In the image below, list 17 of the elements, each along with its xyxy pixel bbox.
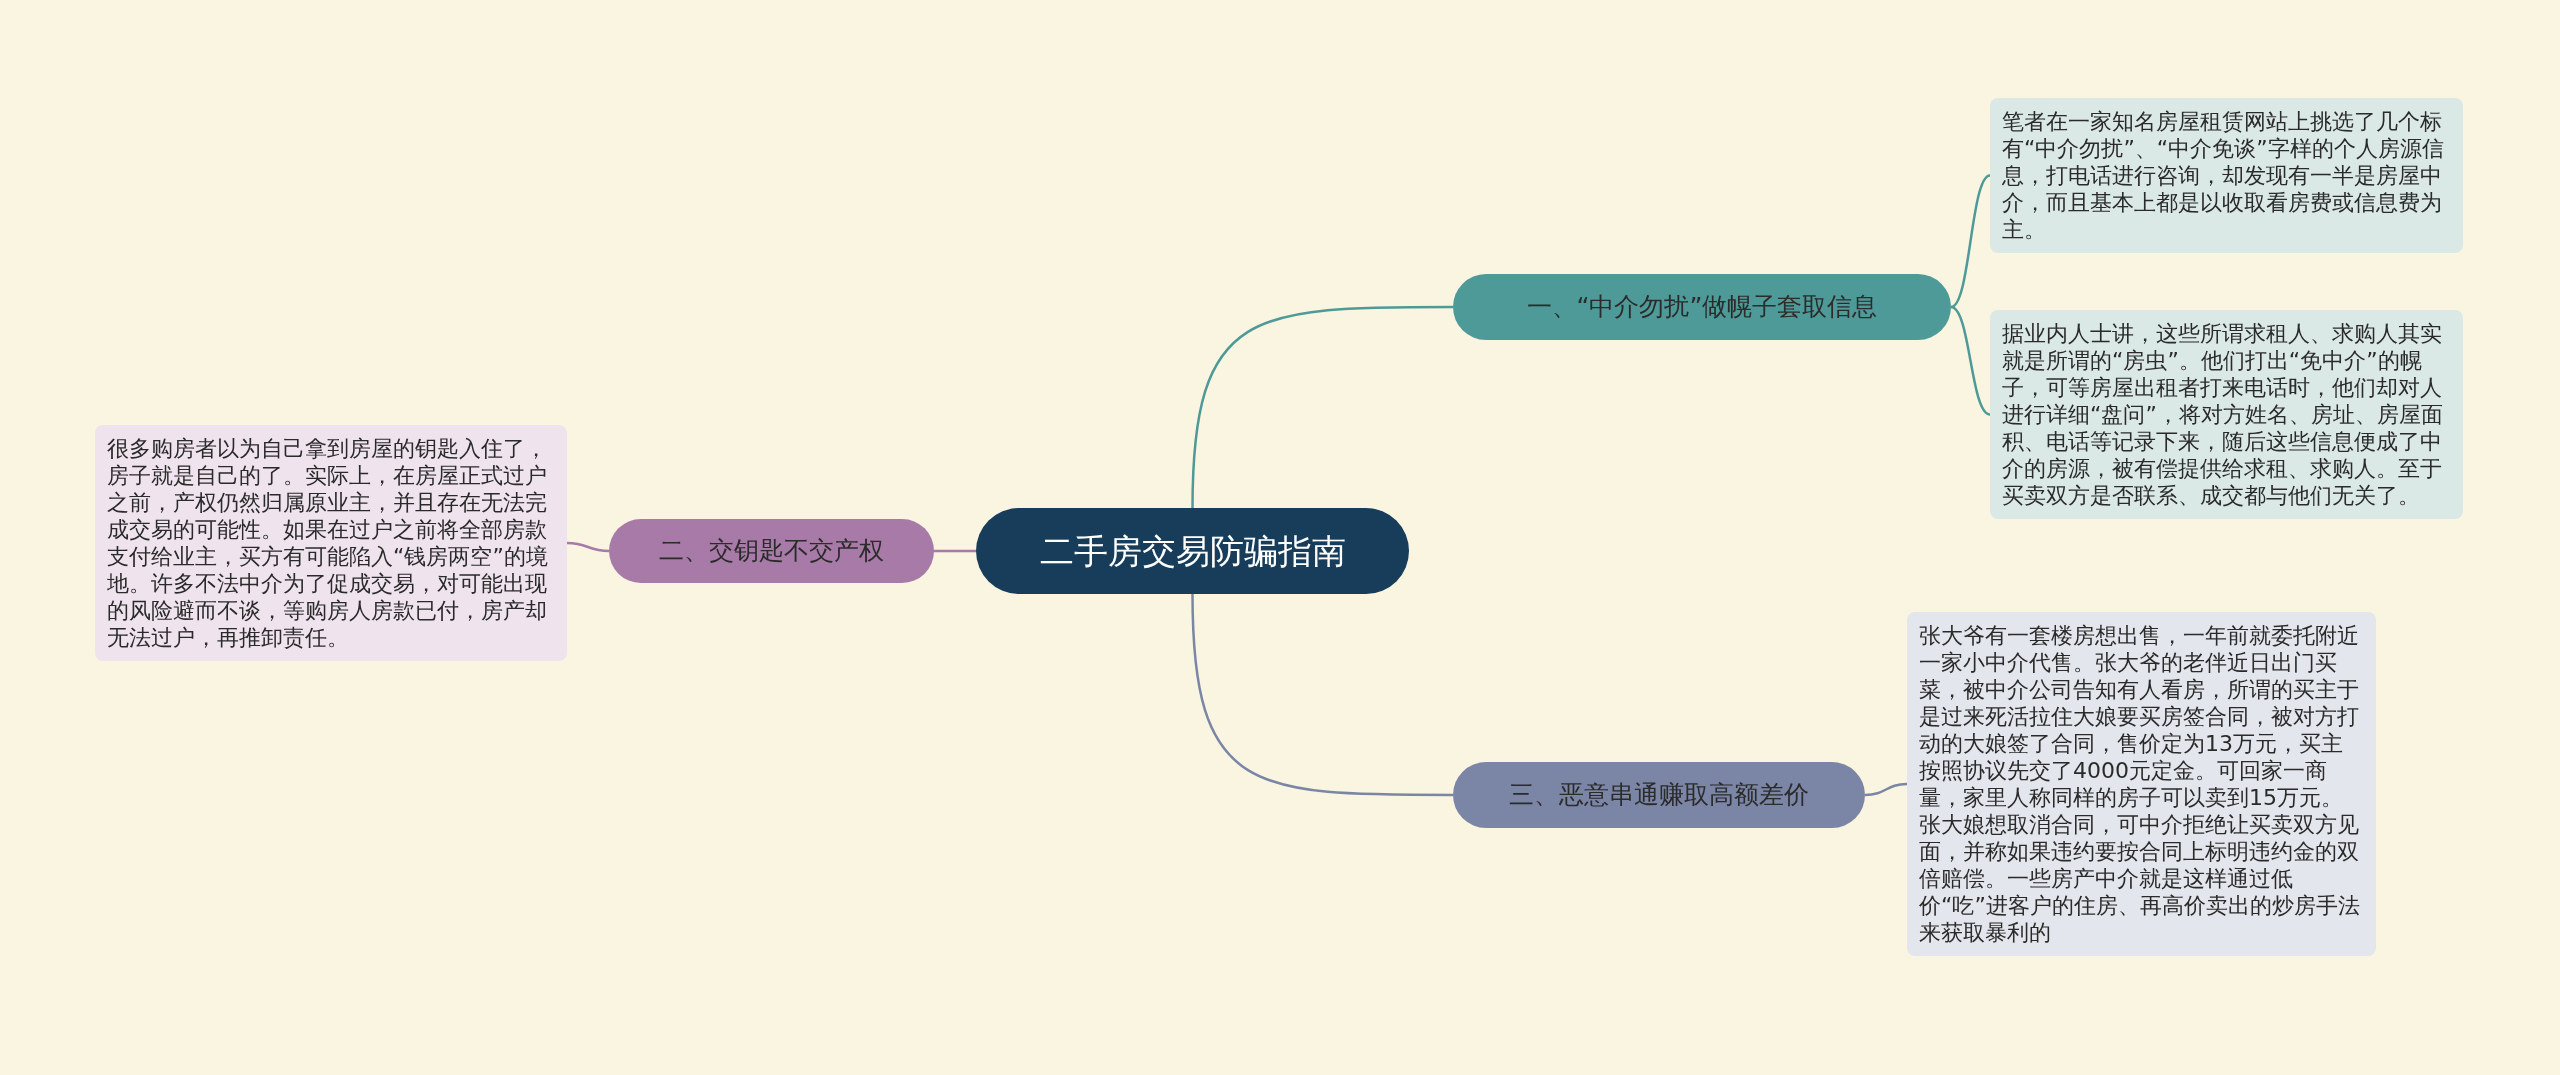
connector-line xyxy=(1950,305,1991,416)
connector-line xyxy=(566,541,610,553)
topic-text: 笔者在一家知名房屋租赁网站上挑选了几个标有“中介勿扰”、“中介免谈”字样的个人房源信息，打电话进行咨询，却发现有一半是房屋中介，而且基本上都是以收取看房费或信息费为主。 xyxy=(2002,108,2445,243)
topic-text: 据业内人士讲，这些所谓求租人、求购人其实就是所谓的“房虫”。他们打出“免中介”的幌子，可等房屋出租者打来电话时，他们却对人进行详细“盘问”，将对方姓名、房址、房屋面积、电话等记录下来，随后这些信息便成了中介的房源，被有偿提供给求租、求购人。至于买卖双方是否联系、成交都与他们无关了。 xyxy=(2002,320,2444,509)
connector-line xyxy=(1950,174,1991,309)
topic-text: 二手房交易防骗指南 xyxy=(1039,531,1346,571)
topic-text: 一、“中介勿扰”做幌子套取信息 xyxy=(1526,292,1878,322)
connector-line xyxy=(934,549,976,553)
note-card xyxy=(1990,98,2463,253)
topic-text: 很多购房者以为自己拿到房屋的钥匙入住了，房子就是自己的了。实际上，在房屋正式过户之前，产权仍然归属原业主，并且存在无法完成交易的可能性。如果在过户之前将全部房款支付给业主，买方有可能陷入“钱房两空”的境地。许多不法中介为了促成交易，对可能出现的风险避而不谈，等购房人房款已付，房产却无法过户，再推卸责任。 xyxy=(107,435,549,651)
connector-line xyxy=(1191,593,1453,797)
connector-line xyxy=(1864,782,1908,797)
connector-line xyxy=(1191,305,1453,509)
topic-text: 三、恶意串通赚取高额差价 xyxy=(1509,780,1809,810)
topic-text: 二、交钥匙不交产权 xyxy=(659,536,884,566)
note-card xyxy=(1990,310,2463,519)
topic-text: 张大爷有一套楼房想出售，一年前就委托附近一家小中介代售。张大爷的老伴近日出门买菜，被中介公司告知有人看房，所谓的买主于是过来死活拉住大娘要买房签合同，被对方打动的大娘签了合同，售价定为13万元，买主按照协议先交了4000元定金。可回家一商量，家里人称同样的房子可以卖到15万元。张大娘想取消合同，可中介拒绝让买卖双方见面，并称如果违约要按合同上标明违约金的双倍赔偿。一些房产中介就是这样通过低价“吃”进客户的住房、再高价卖出的炒房手法来获取暴利的 xyxy=(1919,622,2361,946)
